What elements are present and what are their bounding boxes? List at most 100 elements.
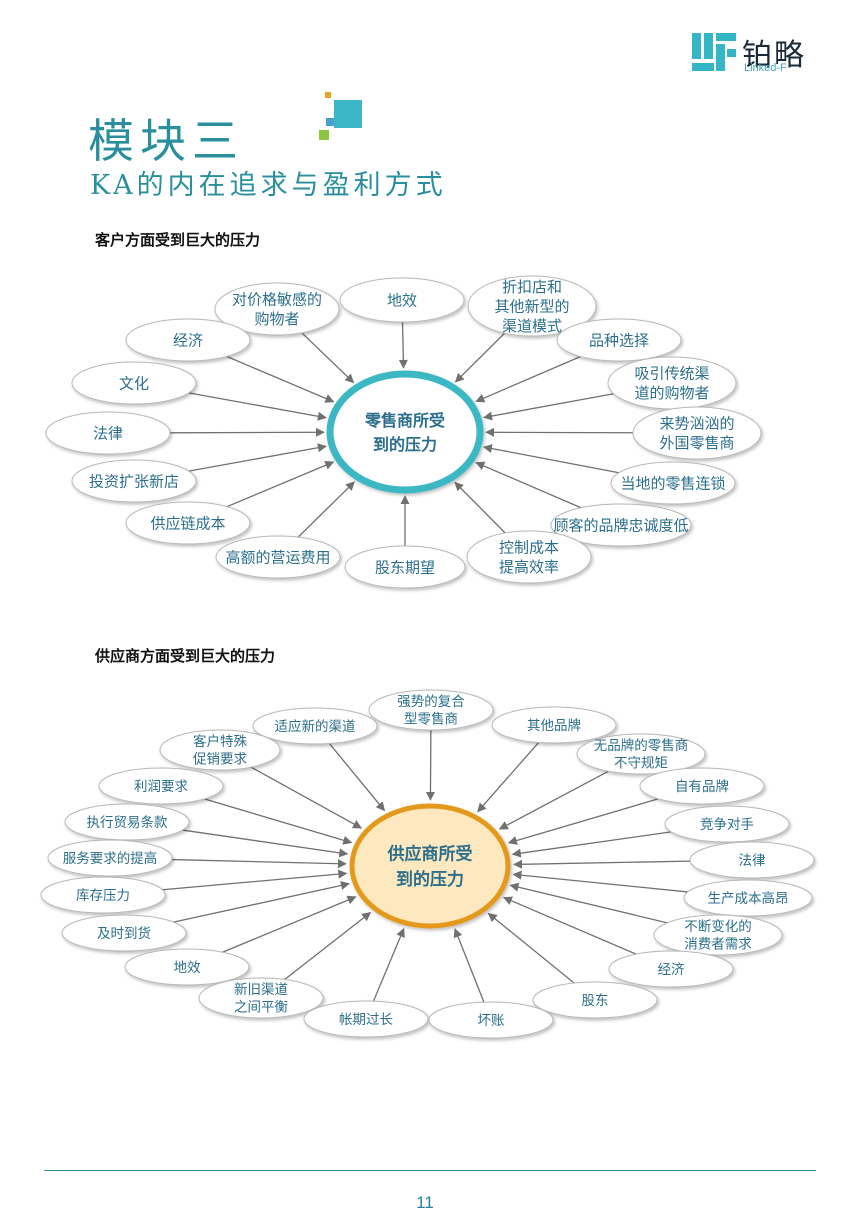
node-label: 型零售商 xyxy=(404,712,458,728)
logo-subtitle: Linked-F xyxy=(744,62,787,74)
arrow-connector xyxy=(509,882,668,924)
pressure-node: 经济 xyxy=(608,950,734,988)
arrow-connector xyxy=(454,332,506,383)
node-label: 利润要求 xyxy=(134,779,188,795)
node-label: 库存压力 xyxy=(76,888,130,904)
pressure-node: 及时到货 xyxy=(61,914,187,952)
node-label: 渠道模式 xyxy=(502,317,562,335)
node-label: 消费者需求 xyxy=(684,937,752,953)
module-subtitle: KA的内在追求与盈利方式 xyxy=(90,170,447,201)
decor-squares-icon xyxy=(319,92,362,140)
arrow-connector xyxy=(512,870,688,893)
node-label: 折扣店和 xyxy=(502,278,562,296)
pressure-node: 坏账 xyxy=(428,1001,554,1039)
node-label: 经济 xyxy=(658,962,686,978)
pressure-node: 其他品牌 xyxy=(491,706,617,744)
arrow-connector xyxy=(475,461,582,509)
pressure-node: 地效 xyxy=(339,277,465,323)
node-label: 控制成本 xyxy=(499,539,559,557)
node-label: 对价格敏感的 xyxy=(232,291,322,309)
node-label: 法律 xyxy=(93,424,123,442)
arrow-connector xyxy=(507,798,659,845)
pressure-node: 经济 xyxy=(125,318,251,362)
section-heading-supplier: 供应商方面受到巨大的压力 xyxy=(95,647,276,665)
arrow-connector xyxy=(475,355,581,403)
logo-text: 铂略 xyxy=(742,38,806,73)
node-label: 及时到货 xyxy=(97,925,151,942)
node-label: 之间平衡 xyxy=(234,1000,288,1016)
arrow-connector xyxy=(188,443,327,472)
node-label: 高额的营运费用 xyxy=(225,548,330,566)
footer-divider xyxy=(44,1170,816,1171)
arrow-connector xyxy=(398,321,408,369)
center-label: 零售商所受 xyxy=(364,411,445,430)
node-label: 坏账 xyxy=(478,1013,505,1029)
arrow-connector xyxy=(511,831,672,858)
linked-f-logo-icon xyxy=(692,33,736,71)
pressure-node: 服务要求的提高 xyxy=(47,839,173,877)
pressure-node: 执行贸易条款 xyxy=(64,803,190,841)
arrow-connector xyxy=(454,481,506,534)
node-label: 竞争对手 xyxy=(700,816,754,833)
node-label: 来势汹汹的 xyxy=(659,415,734,433)
arrow-connector xyxy=(301,332,355,384)
arrow-connector xyxy=(169,427,325,437)
node-label: 其他品牌 xyxy=(527,717,581,734)
node-label: 服务要求的提高 xyxy=(63,850,158,867)
pressure-node: 股东期望 xyxy=(344,545,466,589)
node-label: 生产成本高昂 xyxy=(708,890,789,907)
arrow-connector xyxy=(328,743,386,812)
center-label: 到的压力 xyxy=(396,869,464,890)
node-label: 帐期过长 xyxy=(339,1012,393,1028)
node-label: 股东 xyxy=(582,993,609,1009)
node-label: 促销要求 xyxy=(193,752,247,768)
arrow-connector xyxy=(182,829,349,858)
pressure-node: 法律 xyxy=(689,841,815,879)
arrow-connector xyxy=(482,444,620,474)
pressure-node: 适应新的渠道 xyxy=(252,707,378,745)
node-label: 品种选择 xyxy=(589,331,649,349)
pressure-node: 生产成本高昂 xyxy=(683,879,813,917)
arrow-connector xyxy=(226,460,335,508)
supplier-pressure-diagram: 强势的复合型零售商适应新的渠道其他品牌客户特殊促销要求无品牌的零售商不守规矩利润… xyxy=(40,689,815,1039)
node-label: 其他新型的 xyxy=(494,297,569,315)
node-label: 提高效率 xyxy=(499,558,559,576)
node-label: 当地的零售连锁 xyxy=(620,474,725,492)
node-label: 自有品牌 xyxy=(675,778,729,795)
pressure-node: 帐期过长 xyxy=(303,1000,429,1038)
arrow-connector xyxy=(284,911,372,981)
arrow-connector xyxy=(222,895,357,953)
node-label: 客户特殊 xyxy=(193,733,247,750)
pressure-node: 品种选择 xyxy=(556,318,682,362)
arrow-connector xyxy=(485,427,634,437)
arrow-connector xyxy=(188,392,327,421)
arrow-connector xyxy=(498,770,609,830)
arrow-connector xyxy=(453,928,485,1003)
node-label: 投资扩张新店 xyxy=(89,472,179,490)
arrow-connector xyxy=(297,481,355,538)
arrow-connector xyxy=(372,927,405,1002)
node-label: 强势的复合 xyxy=(397,693,465,710)
pressure-node: 竞争对手 xyxy=(664,805,790,843)
node-label: 经济 xyxy=(173,331,203,349)
pressure-node: 供应链成本 xyxy=(125,501,251,545)
pressure-node: 当地的零售连锁 xyxy=(610,461,736,505)
pressure-node: 利润要求 xyxy=(98,767,224,805)
arrow-connector xyxy=(483,393,614,421)
pressure-node: 法律 xyxy=(45,411,171,455)
arrow-connector xyxy=(204,798,353,845)
pressure-node: 库存压力 xyxy=(40,876,166,914)
section-heading-customer: 客户方面受到巨大的压力 xyxy=(95,231,261,249)
pressure-node: 文化 xyxy=(71,361,197,405)
